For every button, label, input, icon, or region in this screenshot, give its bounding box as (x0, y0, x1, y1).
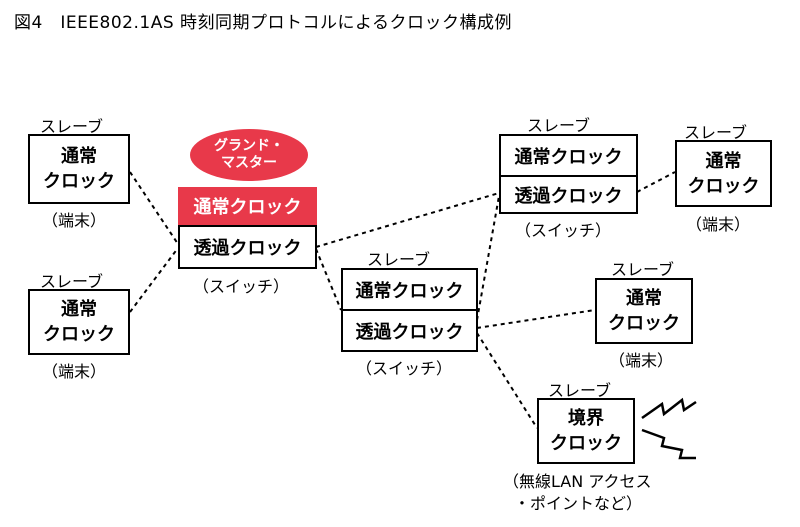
clock-label-line1: 通常 (61, 299, 97, 320)
switch-label-sw2: （スイッチ） (515, 221, 612, 240)
clock-label-line2: クロック (43, 324, 115, 345)
transparent-clock-grandmaster: 透過クロック (178, 225, 317, 269)
slave-label-sw1: スレーブ (367, 250, 431, 269)
slave-label-boundary: スレーブ (548, 381, 612, 400)
switch-label-sw1: （スイッチ） (356, 359, 453, 378)
transparent-clock-sw1: 透過クロック (343, 309, 476, 350)
link-gm-sw1 (315, 248, 342, 311)
switch-top-right: 通常クロック 透過クロック (499, 134, 638, 214)
clock-label-line2: クロック (687, 175, 760, 197)
link-sw1-term4 (476, 309, 596, 329)
wireless-label-line2: ・ポイントなど） (514, 494, 643, 513)
link-sw2-term3 (636, 171, 676, 193)
link-sw1-boundary (476, 332, 538, 429)
figure-title: 図4 IEEE802.1AS 時刻同期プロトコルによるクロック構成例 (14, 13, 513, 33)
clock-label-line1: 通常 (61, 146, 97, 167)
slave-label-term1: スレーブ (40, 117, 104, 136)
clock-label-line2: クロック (608, 313, 680, 334)
ordinary-clock-term1: 通常 クロック (28, 134, 130, 204)
grandmaster-badge: グランド・ マスター (190, 129, 308, 181)
clock-label-line1: 通常 (626, 288, 662, 309)
ordinary-clock-term3: 通常 クロック (675, 140, 772, 207)
terminal-label-term1: （端末） (42, 211, 107, 230)
wireless-signal-icon-upper (641, 397, 697, 420)
terminal-label-term2: （端末） (42, 362, 107, 381)
wireless-label-line1: （無線LAN アクセス (503, 472, 652, 491)
grandmaster-switch: 通常クロック 透過クロック (178, 187, 317, 269)
boundary-clock: 境界 クロック (537, 398, 635, 464)
slave-label-term4: スレーブ (611, 260, 675, 279)
switch-center: 通常クロック 透過クロック (341, 268, 478, 352)
link-term1-gm (129, 171, 179, 245)
slave-label-term2: スレーブ (40, 272, 104, 291)
slave-label-term3: スレーブ (684, 123, 748, 142)
terminal-label-term3: （端末） (686, 215, 751, 234)
switch-label-gm: （スイッチ） (193, 277, 290, 296)
ordinary-clock-sw2: 通常クロック (514, 146, 623, 168)
link-term2-gm (129, 247, 179, 313)
ordinary-clock-sw1: 通常クロック (355, 280, 464, 302)
clock-label-line2: クロック (550, 433, 622, 454)
grandmaster-line1: グランド・ (214, 138, 284, 154)
transparent-clock-sw2: 透過クロック (501, 175, 636, 212)
clock-label-line1: 境界 (568, 408, 604, 429)
ordinary-clock-term2: 通常 クロック (28, 289, 130, 355)
link-gm-sw2 (315, 192, 500, 248)
ordinary-clock-grandmaster: 通常クロック (178, 187, 317, 225)
wireless-signal-icon-lower (641, 428, 696, 460)
terminal-label-term4: （端末） (609, 351, 674, 370)
ordinary-clock-term4: 通常 クロック (595, 278, 693, 344)
slave-label-sw2: スレーブ (527, 116, 591, 135)
link-sw1-sw2 (476, 195, 500, 321)
clock-label-line2: クロック (43, 171, 115, 192)
grandmaster-line2: マスター (221, 155, 277, 171)
clock-label-line1: 通常 (705, 150, 742, 172)
